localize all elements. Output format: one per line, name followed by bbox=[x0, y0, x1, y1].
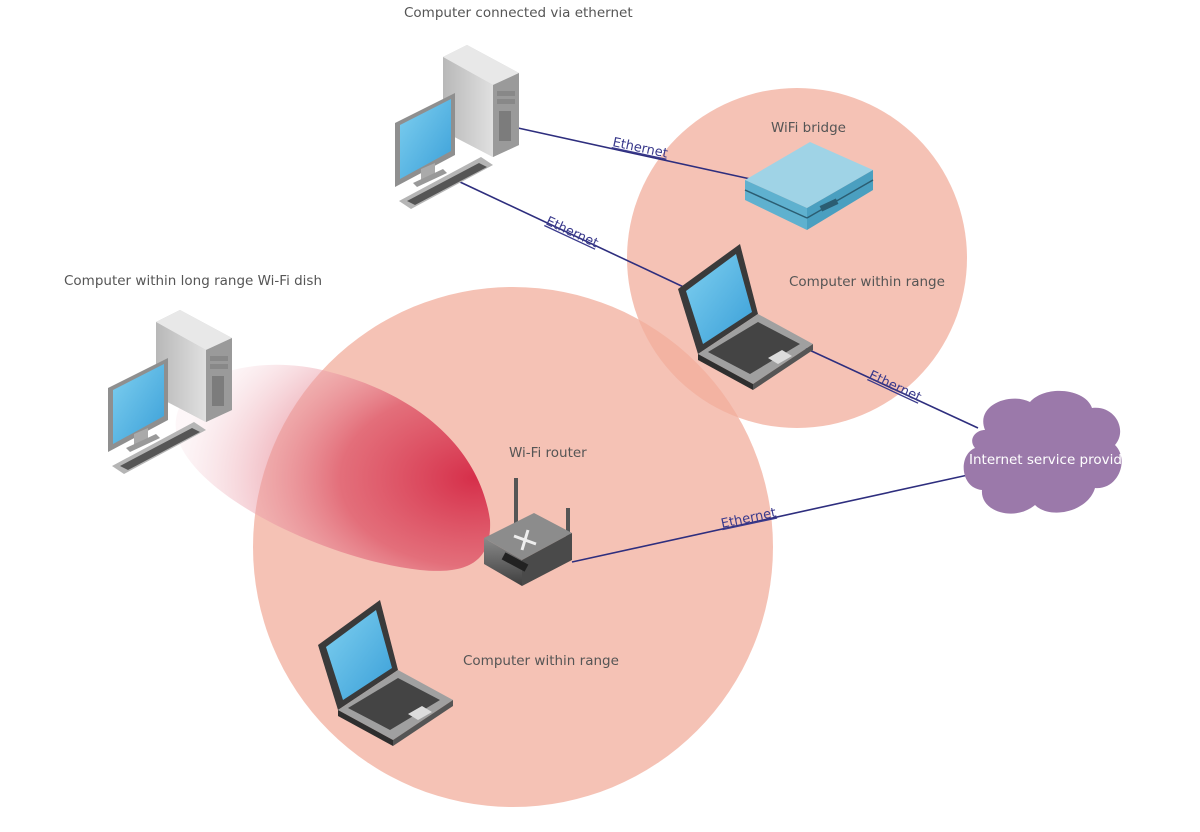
laptop-bridge-icon[interactable] bbox=[678, 244, 813, 390]
label-desktop-dish: Computer within long range Wi-Fi dish bbox=[64, 273, 322, 289]
cable-laptop-isp[interactable] bbox=[804, 347, 979, 429]
label-wifi-bridge: WiFi bridge bbox=[771, 120, 846, 136]
wifi-bridge-icon[interactable] bbox=[744, 142, 874, 230]
label-laptop-bridge: Computer within range bbox=[789, 274, 945, 290]
cables bbox=[459, 127, 979, 563]
dish-beam bbox=[175, 364, 491, 571]
label-laptop-router: Computer within range bbox=[463, 653, 619, 669]
laptop-router-icon[interactable] bbox=[318, 600, 453, 746]
cable-desktop-laptop[interactable] bbox=[459, 181, 691, 291]
desktop-ethernet-icon[interactable] bbox=[395, 45, 519, 209]
bridge-range-circle bbox=[627, 88, 967, 428]
wifi-router-icon[interactable] bbox=[484, 478, 572, 586]
ethernet-label-2: Ethernet bbox=[543, 214, 600, 251]
ethernet-label-1: Ethernet bbox=[611, 135, 669, 161]
cable-desktop-bridge[interactable] bbox=[517, 127, 756, 181]
desktop-dish-icon[interactable] bbox=[108, 310, 232, 474]
cable-router-isp[interactable] bbox=[571, 474, 969, 563]
label-isp: Internet service provider bbox=[969, 452, 1136, 468]
label-wifi-router: Wi-Fi router bbox=[509, 445, 587, 461]
isp-cloud-icon[interactable] bbox=[963, 390, 1122, 514]
label-desktop-ethernet: Computer connected via ethernet bbox=[404, 5, 633, 21]
